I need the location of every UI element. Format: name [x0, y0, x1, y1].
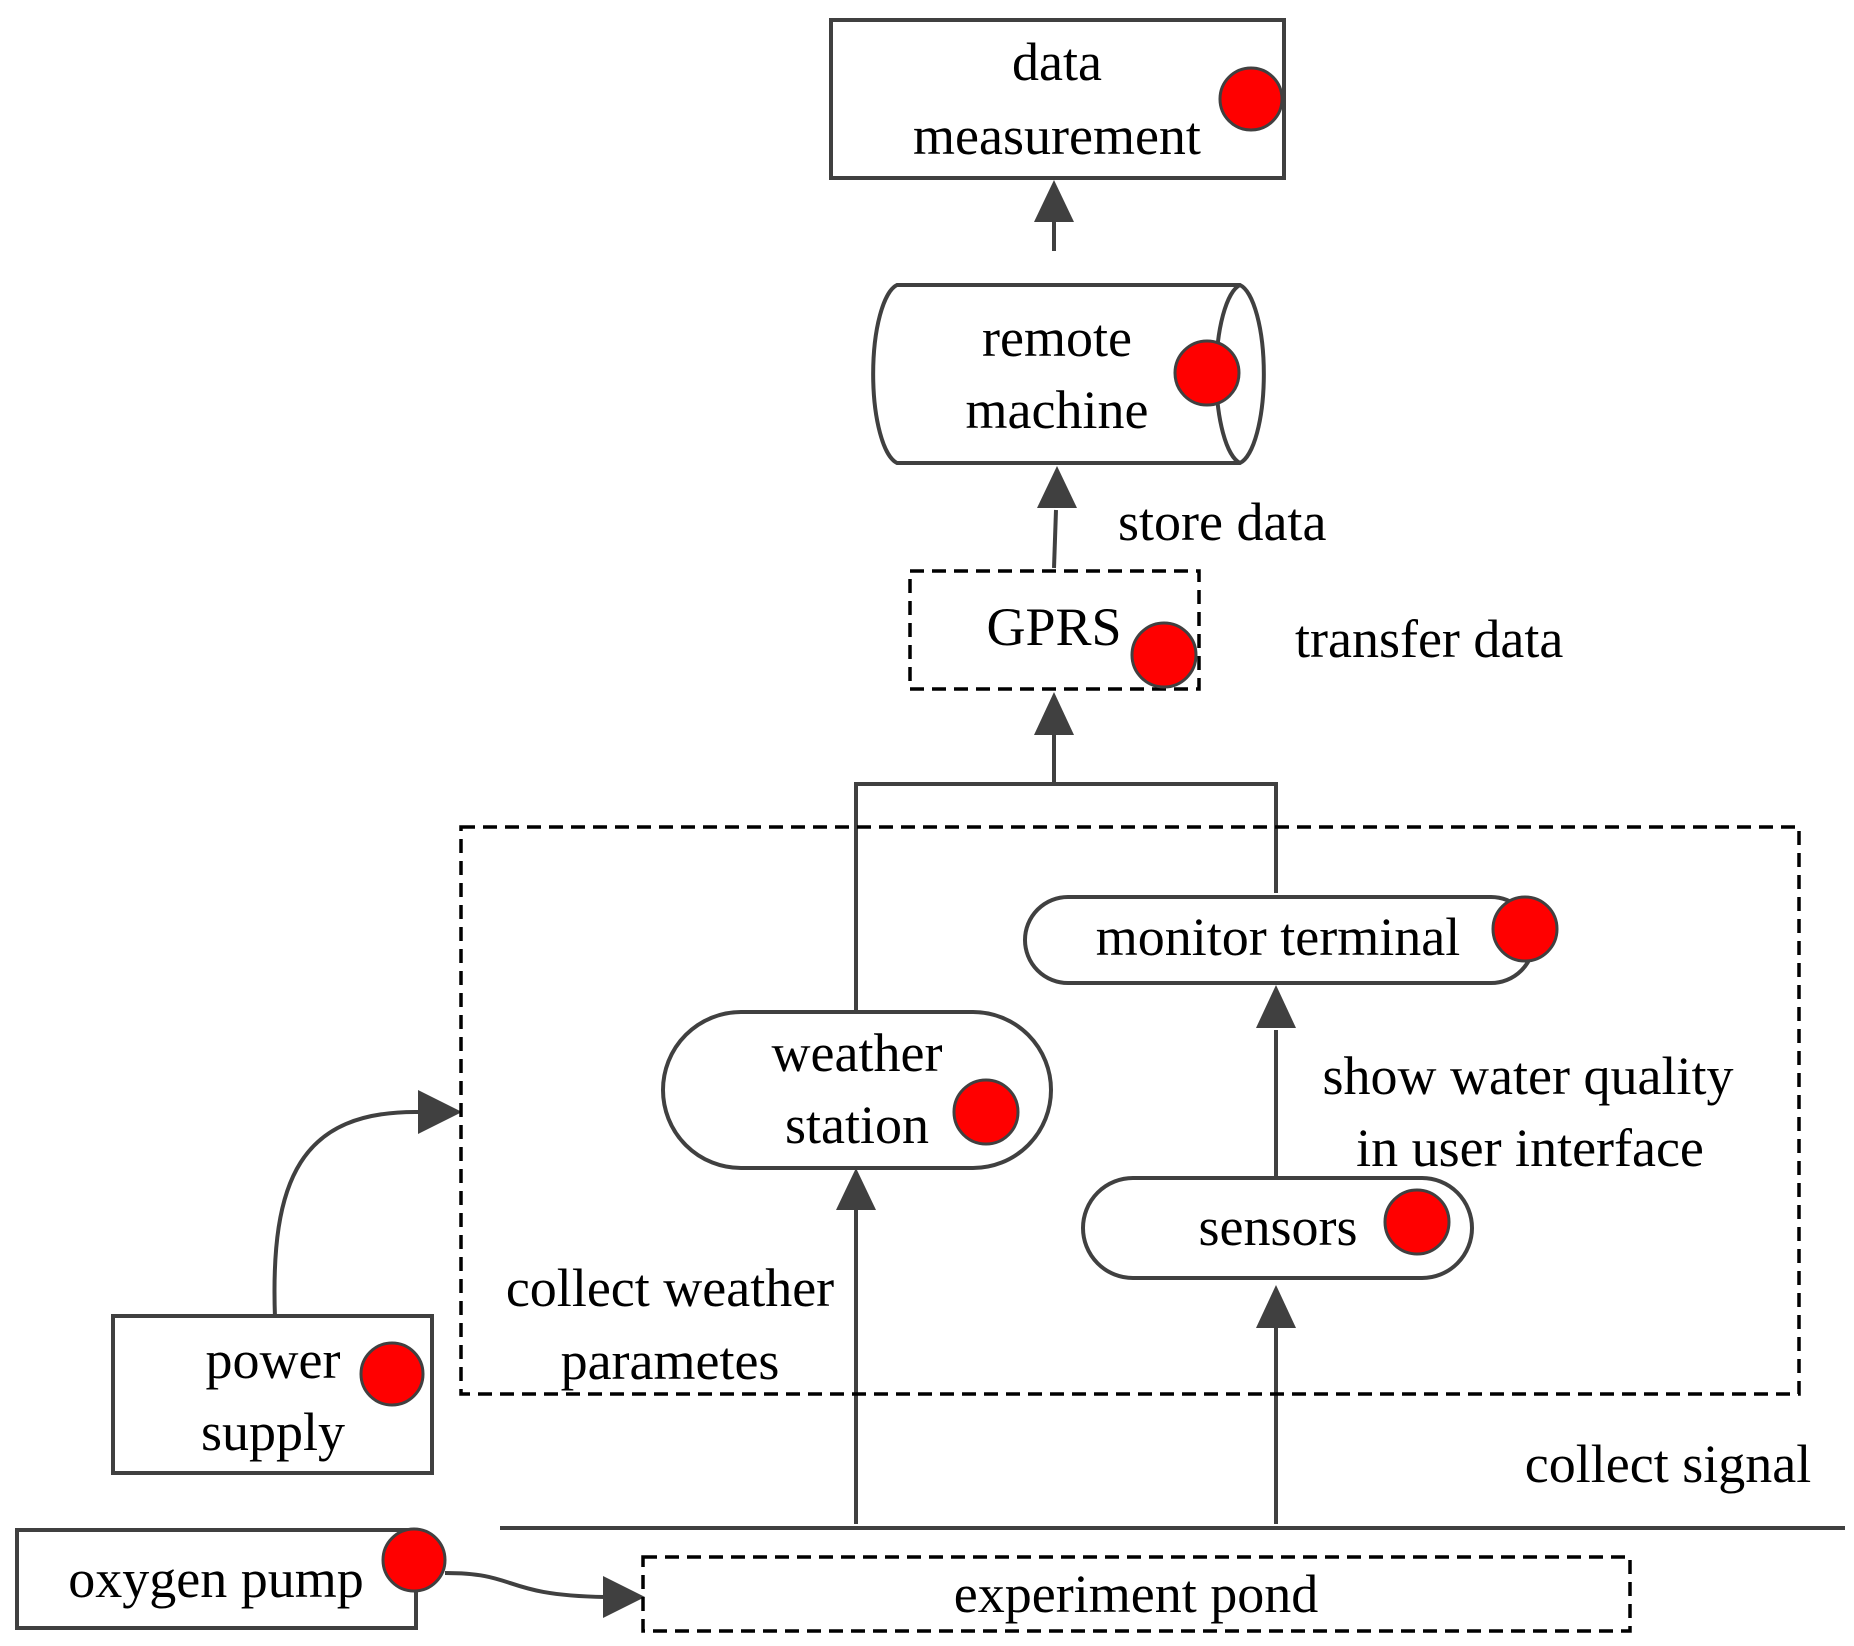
weather-station-box	[661, 1010, 1053, 1170]
arrowhead-weather	[836, 1168, 876, 1210]
remote-machine-label-line-1: remote	[982, 308, 1132, 368]
arrowhead-remote	[1037, 466, 1077, 508]
arrowhead-gprs	[1034, 692, 1074, 735]
sensors-box	[1081, 1176, 1474, 1280]
data-measurement-node: data measurement	[829, 18, 1286, 180]
gprs-node: GPRS	[908, 569, 1201, 691]
arrowhead-sensors	[1256, 1285, 1296, 1328]
marker-power-supply	[359, 1341, 425, 1407]
annotation-show-water-quality-line-1: show water quality	[1323, 1046, 1734, 1106]
marker-monitor-terminal	[1491, 895, 1559, 963]
monitor-terminal-node: monitor terminal	[1023, 895, 1559, 985]
annotation-collect-weather-line-1: collect weather	[506, 1258, 834, 1318]
power-supply-node: power supply	[111, 1314, 434, 1475]
arrow-power-to-system	[272, 1109, 421, 1319]
marker-weather-station	[952, 1078, 1020, 1146]
marker-sensors	[1383, 1188, 1451, 1256]
weather-station-node: weather station	[661, 1010, 1053, 1170]
oxygen-pump-label: oxygen pump	[68, 1549, 363, 1609]
arrow-pump-to-pond	[444, 1571, 606, 1599]
collector-bus	[854, 782, 1278, 1012]
data-measurement-label-line-1: data	[1012, 32, 1102, 92]
marker-gprs	[1130, 621, 1198, 689]
gprs-label: GPRS	[986, 597, 1121, 657]
annotation-transfer-data: transfer data	[1295, 609, 1563, 669]
arrowhead-system	[418, 1090, 462, 1134]
weather-station-label-line-2: station	[785, 1095, 929, 1155]
arrow-gprs-to-remote	[1052, 509, 1058, 569]
oxygen-pump-box	[15, 1528, 418, 1630]
annotation-show-water-quality-line-2: in user interface	[1356, 1118, 1704, 1178]
remote-machine-label-line-2: machine	[966, 380, 1149, 440]
annotation-collect-weather-line-2: parametes	[561, 1331, 780, 1391]
data-measurement-label-line-2: measurement	[913, 106, 1201, 166]
gprs-box	[908, 569, 1201, 691]
system-boundary	[459, 825, 1801, 1396]
data-measurement-box	[829, 18, 1286, 180]
annotation-store-data: store data	[1118, 492, 1326, 552]
monitor-terminal-label: monitor terminal	[1096, 907, 1460, 967]
weather-station-label-line-1: weather	[772, 1023, 943, 1083]
experiment-pond-node: experiment pond	[641, 1555, 1632, 1633]
arrowhead-pond	[603, 1576, 645, 1618]
power-supply-label-line-2: supply	[201, 1402, 345, 1462]
remote-machine-node: remote machine	[871, 283, 1266, 465]
arrowhead-monitor	[1256, 985, 1296, 1028]
marker-oxygen-pump	[381, 1527, 447, 1593]
annotation-collect-signal: collect signal	[1525, 1434, 1811, 1494]
oxygen-pump-node: oxygen pump	[15, 1527, 447, 1630]
marker-remote-machine	[1173, 339, 1241, 407]
arrowhead-measurement	[1034, 180, 1074, 222]
sensors-node: sensors	[1081, 1176, 1474, 1280]
sensors-label: sensors	[1199, 1197, 1358, 1257]
marker-data-measurement	[1218, 66, 1284, 132]
experiment-pond-label: experiment pond	[954, 1564, 1318, 1624]
power-supply-label-line-1: power	[206, 1330, 341, 1390]
experiment-pond-box	[641, 1555, 1632, 1633]
